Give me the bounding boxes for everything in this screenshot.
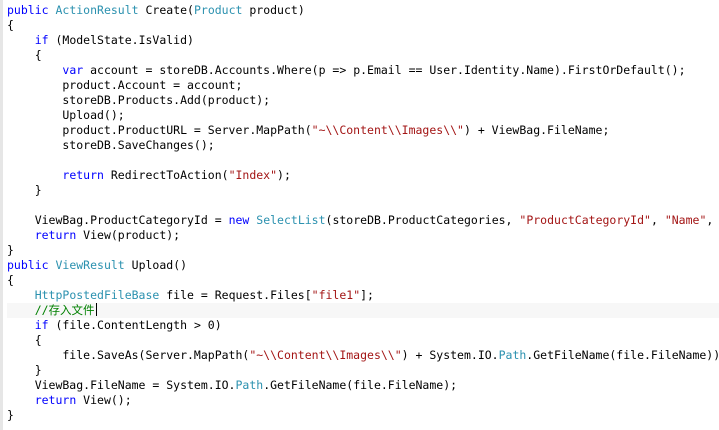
code-text-area[interactable]: public ActionResult Create(Product produ… bbox=[7, 3, 719, 423]
code-line[interactable]: public ActionResult Create(Product produ… bbox=[7, 3, 719, 18]
code-line[interactable]: ViewBag.FileName = System.IO.Path.GetFil… bbox=[7, 378, 719, 393]
code-token-kw: if bbox=[34, 318, 49, 332]
code-token: product.ProductURL = Server.MapPath( bbox=[7, 123, 312, 137]
code-token: .GetFileName(file.FileName)); bbox=[526, 348, 719, 362]
code-line[interactable]: { bbox=[7, 48, 719, 63]
code-token-cmt: //存入文件 bbox=[34, 303, 95, 317]
code-token bbox=[7, 63, 62, 77]
code-token-type: ActionResult bbox=[55, 3, 139, 17]
code-token: (ModelState.IsValid) bbox=[48, 33, 194, 47]
code-token-kw: var bbox=[62, 63, 84, 77]
code-token: ViewBag.ProductCategoryId = bbox=[7, 213, 229, 227]
code-line[interactable]: Upload(); bbox=[7, 108, 719, 123]
code-token: (file.ContentLength > 0) bbox=[48, 318, 222, 332]
code-line[interactable]: if (ModelState.IsValid) bbox=[7, 33, 719, 48]
code-token-kw: return bbox=[34, 228, 77, 242]
code-token: Upload() bbox=[124, 258, 188, 272]
code-line[interactable]: { bbox=[7, 333, 719, 348]
code-line[interactable]: storeDB.SaveChanges(); bbox=[7, 138, 719, 153]
code-line[interactable]: { bbox=[7, 273, 719, 288]
code-token-str: "~\\Content\\Images\\" bbox=[311, 123, 464, 137]
code-token bbox=[7, 393, 35, 407]
code-token: Create( bbox=[138, 3, 194, 17]
code-token: } bbox=[7, 363, 42, 377]
code-line[interactable]: //存入文件 bbox=[7, 303, 719, 318]
code-token: } bbox=[7, 408, 14, 422]
code-token: ) + ViewBag.FileName; bbox=[463, 123, 610, 137]
code-line[interactable] bbox=[7, 198, 719, 213]
code-token-kw: return bbox=[34, 393, 77, 407]
code-line[interactable]: product.Account = account; bbox=[7, 78, 719, 93]
code-token: (storeDB.ProductCategories, bbox=[325, 213, 520, 227]
code-token-kw: public bbox=[7, 258, 49, 272]
code-line[interactable]: } bbox=[7, 243, 719, 258]
code-token-type: SelectList bbox=[256, 213, 326, 227]
code-token: .GetFileName(file.FileName); bbox=[263, 378, 458, 392]
code-line[interactable]: if (file.ContentLength > 0) bbox=[7, 318, 719, 333]
code-line[interactable]: ViewBag.ProductCategoryId = new SelectLi… bbox=[7, 213, 719, 228]
code-token-str: "Name" bbox=[664, 213, 707, 227]
code-token: storeDB.SaveChanges(); bbox=[7, 138, 215, 152]
code-token: , produ bbox=[706, 213, 714, 227]
code-token: ); bbox=[277, 168, 291, 182]
code-token: ]; bbox=[360, 288, 374, 302]
code-line[interactable]: var account = storeDB.Accounts.Where(p =… bbox=[7, 63, 719, 78]
code-line[interactable] bbox=[7, 153, 719, 168]
code-line[interactable]: public ViewResult Upload() bbox=[7, 258, 719, 273]
code-token-str: "ProductCategoryId" bbox=[519, 213, 651, 227]
code-token-kw: public bbox=[7, 3, 49, 17]
code-token-type: Product bbox=[193, 3, 243, 17]
code-token: { bbox=[7, 48, 42, 62]
code-token: file.SaveAs(Server.MapPath( bbox=[7, 348, 250, 362]
code-line[interactable]: return View(); bbox=[7, 393, 719, 408]
code-line[interactable]: } bbox=[7, 183, 719, 198]
code-line[interactable]: product.ProductURL = Server.MapPath("~\\… bbox=[7, 123, 719, 138]
code-token-type: ViewResult bbox=[55, 258, 125, 272]
code-token: RedirectToAction( bbox=[103, 168, 229, 182]
code-line[interactable]: HttpPostedFileBase file = Request.Files[… bbox=[7, 288, 719, 303]
code-line[interactable]: storeDB.Products.Add(product); bbox=[7, 93, 719, 108]
code-token-type: Path bbox=[498, 348, 527, 362]
code-token: } bbox=[7, 183, 42, 197]
code-line[interactable]: } bbox=[7, 408, 719, 423]
code-token: file = Request.Files[ bbox=[159, 288, 312, 302]
code-token-kw: if bbox=[34, 33, 49, 47]
code-token: product.Account = account; bbox=[7, 78, 243, 92]
code-token: { bbox=[7, 273, 14, 287]
code-token bbox=[7, 33, 35, 47]
code-token: Upload(); bbox=[7, 108, 125, 122]
code-token bbox=[7, 228, 35, 242]
code-token: account = storeDB.Accounts.Where(p => p.… bbox=[83, 63, 686, 77]
code-token-str: "Index" bbox=[228, 168, 278, 182]
code-line[interactable]: return View(product); bbox=[7, 228, 719, 243]
code-token: } bbox=[7, 243, 14, 257]
code-token-kw: return bbox=[62, 168, 104, 182]
code-token-str: "file1" bbox=[311, 288, 361, 302]
code-token bbox=[7, 303, 35, 317]
code-token: product) bbox=[242, 3, 305, 17]
code-token-type: Path bbox=[235, 378, 264, 392]
code-token: { bbox=[7, 18, 14, 32]
code-line[interactable]: { bbox=[7, 18, 719, 33]
code-token: storeDB.Products.Add(product); bbox=[7, 93, 271, 107]
code-line[interactable]: file.SaveAs(Server.MapPath("~\\Content\\… bbox=[7, 348, 719, 363]
code-token: { bbox=[7, 333, 42, 347]
text-caret bbox=[95, 303, 97, 316]
code-token-kw: new bbox=[228, 213, 250, 227]
editor-gutter bbox=[0, 0, 3, 430]
code-token: ViewBag.FileName = System.IO. bbox=[7, 378, 236, 392]
code-token bbox=[7, 288, 35, 302]
code-token bbox=[7, 168, 62, 182]
code-token-type: HttpPostedFileBase bbox=[34, 288, 160, 302]
code-token-str: "~\\Content\\Images\\" bbox=[249, 348, 402, 362]
code-token: View(); bbox=[76, 393, 132, 407]
code-token: ) + System.IO. bbox=[401, 348, 499, 362]
code-token bbox=[7, 318, 35, 332]
code-token: View(product); bbox=[76, 228, 181, 242]
code-line[interactable]: return RedirectToAction("Index"); bbox=[7, 168, 719, 183]
code-line[interactable]: } bbox=[7, 363, 719, 378]
code-token: , bbox=[650, 213, 665, 227]
